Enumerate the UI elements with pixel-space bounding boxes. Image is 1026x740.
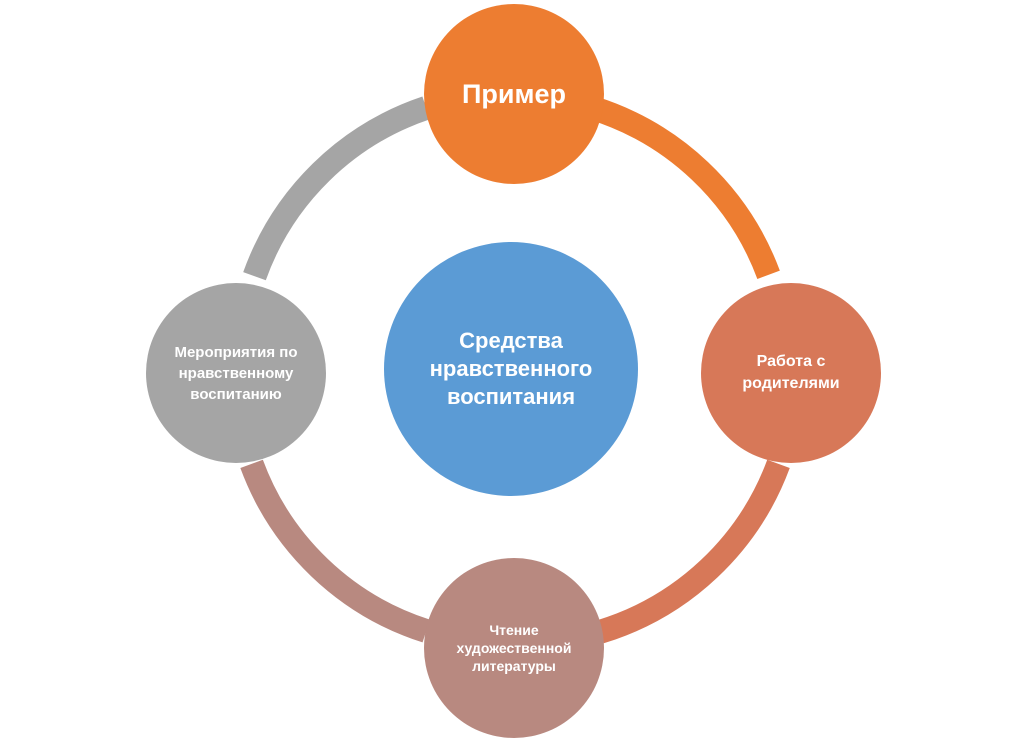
node-example: Пример <box>424 4 604 184</box>
node-example-label: Пример <box>462 78 566 109</box>
node-parent-work: Работа с родителями <box>701 283 881 463</box>
node-parent-work-label: Работа с родителями <box>742 353 840 392</box>
center-node: Средства нравственного воспитания <box>384 242 638 496</box>
node-moral-events: Мероприятия по нравственному воспитанию <box>146 283 326 463</box>
node-reading-literature: Чтение художественной литературы <box>424 558 604 738</box>
center-node-label: Средства нравственного воспитания <box>429 328 593 409</box>
node-moral-events-label: Мероприятия по нравственному воспитанию <box>174 343 298 403</box>
arc-left-top <box>243 96 431 281</box>
arc-right-bottom <box>596 459 790 644</box>
arc-top-right <box>588 96 780 280</box>
arc-bottom-left <box>240 459 430 643</box>
node-reading-literature-label: Чтение художественной литературы <box>456 622 572 674</box>
